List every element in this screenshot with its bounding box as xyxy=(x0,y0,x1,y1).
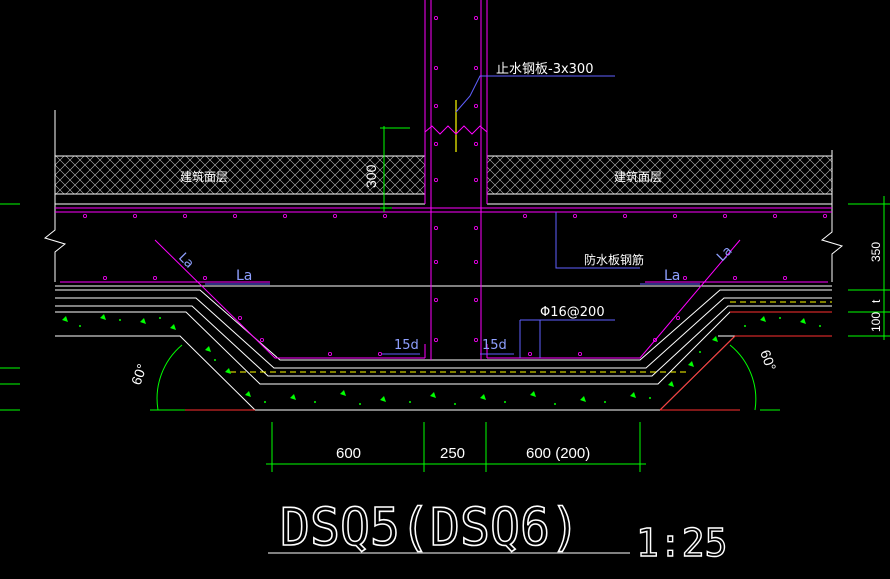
finish-label-left: 建筑面层 xyxy=(180,169,228,184)
dim-350-label: 350 xyxy=(869,242,883,262)
d15-right-label: 15d xyxy=(482,338,507,353)
finish-label-right: 建筑面层 xyxy=(614,169,662,184)
dim-mid-label: 250 xyxy=(440,445,465,462)
slab-rebar xyxy=(55,207,832,359)
la-right-label: La xyxy=(664,268,680,284)
wall-rebar-dots xyxy=(433,15,478,342)
angle-left-label: 60° xyxy=(128,362,150,387)
dim-right-label: 600 (200) xyxy=(526,445,590,462)
waterproof-rebar-label: 防水板钢筋 xyxy=(584,252,644,267)
la-diag-right-label: La xyxy=(714,243,735,264)
la-left-label: La xyxy=(236,268,252,284)
dim-left-label: 600 xyxy=(336,445,361,462)
leader-lines xyxy=(205,75,700,358)
la-diag-left-label: La xyxy=(175,250,196,271)
scale-label: 1:25 xyxy=(636,521,728,565)
dim-100-label: 100 xyxy=(869,312,883,332)
finish-layer-right xyxy=(486,155,833,195)
title-label: DSQ5(DSQ6) xyxy=(280,498,580,558)
finish-layer-left xyxy=(54,155,426,195)
d15-left-label: 15d xyxy=(394,338,419,353)
break-line-wall xyxy=(424,125,488,135)
slab-rebar-dots xyxy=(83,213,828,356)
concrete-speckles xyxy=(62,314,821,405)
green-dims xyxy=(0,126,890,472)
angle-right-label: 60° xyxy=(757,348,779,373)
dim-300-label: 300 xyxy=(363,164,379,188)
wall xyxy=(424,0,488,360)
waterstop-label: 止水钢板-3x300 xyxy=(496,62,593,77)
slab-outline xyxy=(43,110,844,337)
rebar-spec-label: Φ16@200 xyxy=(540,305,605,320)
dim-t-label: t xyxy=(869,299,883,303)
pit-layers xyxy=(55,289,832,411)
